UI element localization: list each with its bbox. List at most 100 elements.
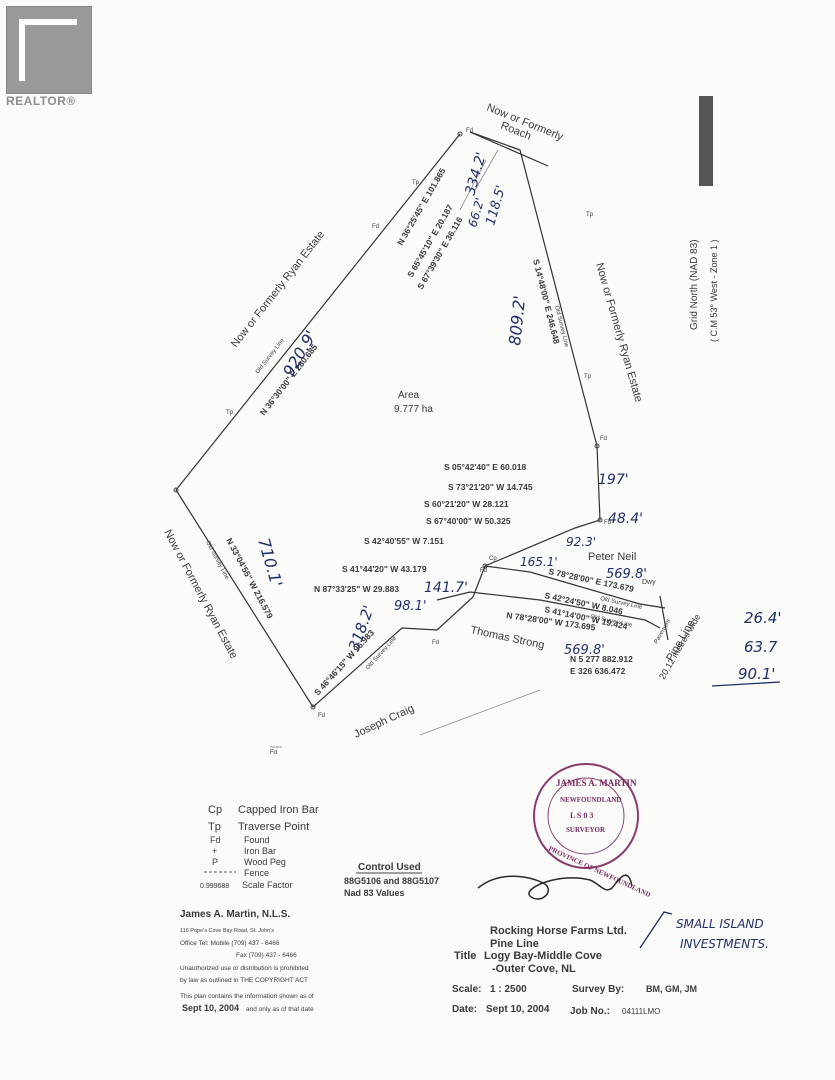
svg-text:Rocking Horse Farms Ltd.: Rocking Horse Farms Ltd. xyxy=(490,925,627,937)
svg-text:334.2': 334.2' xyxy=(462,150,489,197)
svg-text:Tp: Tp xyxy=(412,180,420,186)
svg-text:by law as outlined in THE COPY: by law as outlined in THE COPYRIGHT ACT xyxy=(180,977,308,984)
svg-text:Tp: Tp xyxy=(208,821,221,833)
svg-text:88G5106 and 88G5107: 88G5106 and 88G5107 xyxy=(344,876,439,886)
surveyor-block: James A. Martin, N.L.S. 116 Pope's Cove … xyxy=(180,909,314,1013)
svg-text:48.4': 48.4' xyxy=(608,511,643,527)
svg-text:Fd: Fd xyxy=(432,640,439,646)
handwritten-underline xyxy=(711,681,781,687)
svg-text:-Outer Cove, NL: -Outer Cove, NL xyxy=(492,963,576,975)
svg-text:90.1': 90.1' xyxy=(738,665,776,683)
svg-text:INVESTMENTS.: INVESTMENTS. xyxy=(680,937,769,951)
svg-text:+: + xyxy=(212,846,217,856)
svg-text:Tp: Tp xyxy=(226,410,234,416)
svg-text:116 Pope's Cove Bay Road, St.: 116 Pope's Cove Bay Road, St. John's xyxy=(180,928,274,934)
realtor-logo-text: REALTOR® xyxy=(6,94,76,108)
driveway-label: Dwy xyxy=(642,579,656,586)
svg-text:James A. Martin, N.L.S.: James A. Martin, N.L.S. xyxy=(180,909,290,920)
north-arrow-bar xyxy=(699,96,713,186)
svg-text:Fd: Fd xyxy=(372,224,379,230)
svg-text:SMALL ISLAND: SMALL ISLAND xyxy=(676,917,764,931)
bearing: S 67°40'00" W 50.325 xyxy=(426,516,511,526)
pavement-label: Pavement xyxy=(654,618,673,645)
svg-text:Found: Found xyxy=(244,835,270,845)
svg-text:04111LMO: 04111LMO xyxy=(622,1007,660,1016)
neighbor-ryan-right: Now or Formerly Ryan Estate xyxy=(593,262,644,404)
svg-text:26.4': 26.4' xyxy=(744,609,782,627)
svg-text:Fence: Fence xyxy=(244,868,269,878)
bearing: N 87°33'25" W 29.883 xyxy=(314,584,399,594)
ancillary-lines xyxy=(270,149,541,748)
surveyor-seal: JAMES A. MARTIN NEWFOUNDLAND L S 0 3 SUR… xyxy=(533,763,652,899)
neighbor-ryan-left: Now or Formerly Ryan Estate xyxy=(229,229,327,350)
svg-text:Fd: Fd xyxy=(318,713,325,719)
svg-text:569.8': 569.8' xyxy=(564,643,605,658)
svg-text:Title: Title xyxy=(454,950,476,962)
svg-text:Wood Peg: Wood Peg xyxy=(244,857,286,867)
property-boundary xyxy=(175,131,669,708)
svg-text:Nad 83 Values: Nad 83 Values xyxy=(344,888,405,898)
neighbor-thomas-strong: Thomas Strong xyxy=(469,624,545,651)
svg-text:197': 197' xyxy=(598,472,629,488)
svg-text:NEWFOUNDLAND: NEWFOUNDLAND xyxy=(560,796,621,804)
realtor-logo xyxy=(6,6,92,94)
svg-text:Date:: Date: xyxy=(452,1004,477,1015)
svg-text:318.2': 318.2' xyxy=(345,603,378,653)
area-label: Area xyxy=(398,390,420,401)
svg-text:JAMES A. MARTIN: JAMES A. MARTIN xyxy=(556,778,637,788)
svg-text:Office Tel: Mobile (709) 4: Office Tel: Mobile (709) 437 - 6466 xyxy=(180,940,280,947)
svg-text:Fd: Fd xyxy=(270,750,277,756)
svg-text:Fax (709) 437 - 6466: Fax (709) 437 - 6466 xyxy=(236,952,297,959)
svg-text:98.1': 98.1' xyxy=(394,599,427,614)
marker-fd xyxy=(173,487,179,493)
marker-fd xyxy=(482,563,488,569)
marker-fd xyxy=(310,704,316,710)
found-markers xyxy=(173,131,603,710)
svg-text:Scale:: Scale: xyxy=(452,984,481,995)
svg-text:SURVEYOR: SURVEYOR xyxy=(566,826,606,834)
grid-zone-label: ( C.M 53° West - Zone 1 ) xyxy=(709,240,719,342)
svg-text:Sept 10, 2004: Sept 10, 2004 xyxy=(486,1004,550,1015)
bearing: N 36°25'45" E 101.865 xyxy=(395,166,448,247)
area-value: 9.777 ha xyxy=(394,404,433,415)
svg-text:Old Survey Line: Old Survey Line xyxy=(204,540,230,581)
coord-east: E 326 636.472 xyxy=(570,666,626,676)
svg-text:Cp: Cp xyxy=(489,556,497,562)
svg-text:809.2': 809.2' xyxy=(505,295,529,347)
svg-text:Pine Line: Pine Line xyxy=(490,938,539,950)
bearing: S 05°42'40" E 60.018 xyxy=(444,462,527,472)
handwritten-annotation: SMALL ISLAND INVESTMENTS. xyxy=(639,911,769,951)
svg-text:118.5': 118.5' xyxy=(483,184,509,227)
control-block: Control Used 88G5106 and 88G5107 Nad 83 … xyxy=(344,862,439,898)
svg-text:Unauthorized use or distributi: Unauthorized use or distribution is proh… xyxy=(180,965,309,972)
svg-text:Logy Bay-Middle Cove: Logy Bay-Middle Cove xyxy=(484,950,602,962)
svg-text:Survey By:: Survey By: xyxy=(572,984,624,995)
svg-text:Fd: Fd xyxy=(604,520,611,526)
svg-text:and only as of that date: and only as of that date xyxy=(246,1006,314,1013)
svg-text:Tp: Tp xyxy=(584,374,592,380)
neighbor-joseph-craig: Joseph Craig xyxy=(352,702,416,740)
bearing: S 42°40'55" W 7.151 xyxy=(364,536,444,546)
signature xyxy=(477,874,633,900)
svg-text:1 : 2500: 1 : 2500 xyxy=(490,984,527,995)
legend: Cp Capped Iron Bar Tp Traverse Point Fd … xyxy=(200,804,319,890)
grid-north-label: Grid North (NAD 83) xyxy=(689,239,700,330)
svg-text:569.8': 569.8' xyxy=(606,567,647,582)
svg-text:710.1': 710.1' xyxy=(254,536,286,589)
marker-fd xyxy=(594,443,600,449)
svg-text:Fd: Fd xyxy=(480,568,487,574)
neighbor-peter-neil: Peter Neil xyxy=(588,551,636,563)
svg-text:92.3': 92.3' xyxy=(566,535,596,549)
svg-text:P: P xyxy=(212,857,218,867)
svg-text:BM, GM, JM: BM, GM, JM xyxy=(646,984,697,994)
svg-text:Sept 10, 2004: Sept 10, 2004 xyxy=(182,1003,239,1013)
svg-text:Control Used: Control Used xyxy=(358,862,421,873)
svg-text:L S 0 3: L S 0 3 xyxy=(570,811,593,820)
svg-text:Fd: Fd xyxy=(210,835,221,845)
svg-text:Capped Iron Bar: Capped Iron Bar xyxy=(238,804,319,816)
svg-text:141.7': 141.7' xyxy=(424,580,468,596)
svg-text:Scale Factor: Scale Factor xyxy=(242,880,293,890)
svg-text:Fd: Fd xyxy=(466,128,473,134)
svg-text:Traverse Point: Traverse Point xyxy=(238,821,309,833)
